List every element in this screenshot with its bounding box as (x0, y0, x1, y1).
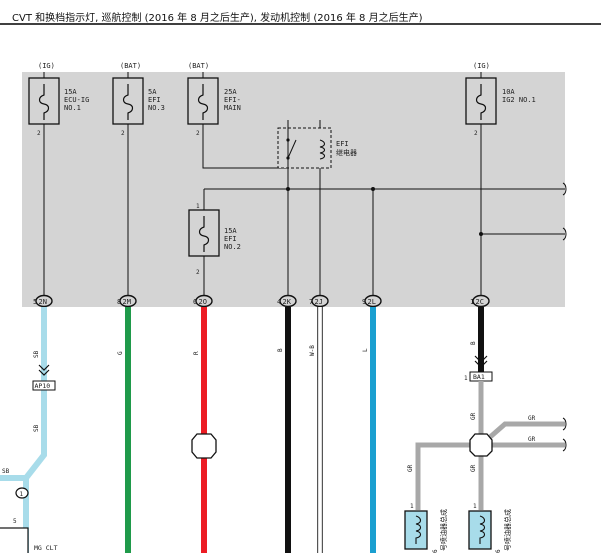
injector-1: 1 6 (404, 503, 439, 553)
svg-text:5: 5 (33, 298, 37, 306)
wire-wb-label: W-B (309, 345, 316, 356)
connector-ap10: AP10 (32, 380, 56, 391)
injector-1-label: 号喷油器总成 (439, 509, 448, 551)
fuse-4-name: IG2 NO.1 (502, 96, 536, 104)
fuse-3-amp: 25A (224, 88, 237, 96)
mg-clt-component (0, 527, 29, 553)
connector-2K: 4 2K (277, 294, 297, 308)
svg-text:2N: 2N (39, 298, 47, 306)
wire-b-right-label: B (470, 341, 477, 345)
connector-2N: 5 2N (33, 294, 53, 308)
svg-text:4: 4 (277, 298, 281, 306)
injector-2: 1 6 (468, 503, 502, 553)
splice-node-left (15, 487, 29, 499)
svg-text:1: 1 (464, 375, 468, 382)
fuse-3-no: MAIN (224, 104, 241, 112)
fuse-3-pin: 2 (196, 130, 200, 137)
fuse-3 (187, 72, 219, 125)
fuse-2 (112, 72, 144, 125)
svg-text:2K: 2K (283, 298, 292, 306)
svg-text:6: 6 (432, 549, 439, 553)
svg-text:1: 1 (410, 503, 414, 510)
svg-text:2C: 2C (476, 298, 484, 306)
fuse-5-name: EFI (224, 235, 237, 243)
connector-2O: 6 2O (193, 294, 213, 308)
fuse-1 (28, 72, 60, 125)
fuse-4-pin: 2 (474, 130, 478, 137)
wire-sb-label-3: SB (2, 468, 10, 475)
wire-sb-label-1: SB (33, 350, 40, 358)
pin-5: 5 (13, 518, 17, 525)
svg-text:8: 8 (117, 298, 121, 306)
wire-sb (23, 307, 47, 480)
mg-clt-label: MG CLT (34, 544, 58, 552)
svg-text:2J: 2J (315, 298, 323, 306)
fuse-5-pin: 2 (196, 269, 200, 276)
injector-2-label: 号喷油器总成 (503, 509, 512, 551)
fuse-2-pin: 2 (121, 130, 125, 137)
fuse-1-pin: 2 (37, 130, 41, 137)
svg-text:9: 9 (362, 298, 366, 306)
wire-r-label-1: R (193, 351, 200, 355)
svg-text:1: 1 (470, 298, 474, 306)
svg-text:1: 1 (473, 503, 477, 510)
svg-text:BA1: BA1 (473, 373, 485, 381)
connector-2J: 7 2J (309, 294, 329, 308)
splice-octagon-r (191, 433, 217, 459)
fuse-5-amp: 15A (224, 227, 237, 235)
relay-label-1: EFI (336, 140, 349, 148)
wire-sb-label-2: SB (33, 424, 40, 432)
splice-octagon-gr (469, 433, 493, 457)
fuse-2-no: NO.3 (148, 104, 165, 112)
connector-ba1: 1 BA1 (464, 371, 493, 382)
fuse-5-pin-top: 1 (196, 203, 200, 210)
wire-gr-label-3: GR (470, 464, 477, 472)
wire-l-label: L (362, 348, 369, 352)
connector-2M: 8 2M (117, 294, 137, 308)
connector-2L: 9 2L (362, 294, 382, 308)
wire-gr-label-1: GR (470, 412, 477, 420)
fuse-2-name: EFI (148, 96, 161, 104)
svg-text:AP10: AP10 (35, 382, 51, 390)
fuse-3-name: EFI- (224, 96, 241, 104)
wire-g-label: G (117, 351, 124, 355)
fuse-4-amp: 10A (502, 88, 515, 96)
svg-text:6: 6 (193, 298, 197, 306)
svg-text:6: 6 (495, 549, 502, 553)
connector-2C: 1 2C (470, 294, 490, 308)
fuse-5 (188, 209, 220, 257)
page-title: CVT 和换档指示灯, 巡航控制 (2016 年 8 月之后生产), 发动机控制… (12, 13, 423, 24)
fuse-4-source: (IG) (473, 62, 490, 70)
wire-gr-label-2: GR (407, 464, 414, 472)
fuse-1-no: NO.1 (64, 104, 81, 112)
wire-gr-right-1: GR (528, 415, 536, 422)
svg-text:2L: 2L (368, 298, 376, 306)
efi-relay (277, 127, 332, 169)
fuse-5-no: NO.2 (224, 243, 241, 251)
fuse-3-source: (BAT) (188, 62, 209, 70)
svg-text:2M: 2M (123, 298, 131, 306)
fuse-4 (465, 72, 497, 125)
fuse-2-amp: 5A (148, 88, 157, 96)
svg-text:7: 7 (309, 298, 313, 306)
fuse-2-source: (BAT) (120, 62, 141, 70)
fuse-1-amp: 15A (64, 88, 77, 96)
fuse-1-name: ECU-IG (64, 96, 89, 104)
wire-gr-right-2: GR (528, 436, 536, 443)
svg-text:1: 1 (20, 491, 24, 498)
svg-text:2O: 2O (199, 298, 207, 306)
relay-label-2: 继电器 (336, 148, 357, 157)
fuse-1-source: (IG) (38, 62, 55, 70)
wire-b-label: B (277, 348, 284, 352)
